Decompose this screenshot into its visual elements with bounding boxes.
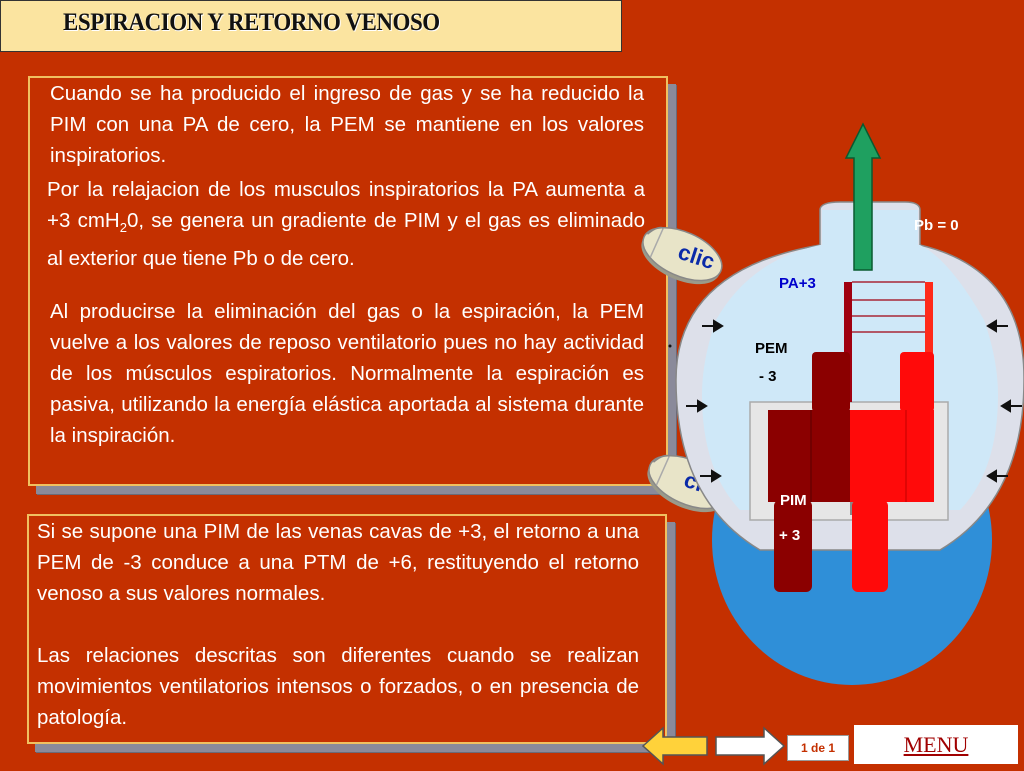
bright-vein-upper — [900, 352, 934, 412]
pem-value: - 3 — [759, 368, 777, 385]
exhale-arrow-icon — [844, 122, 882, 271]
top-text-panel: Cuando se ha producido el ingreso de gas… — [28, 76, 668, 486]
mouse-icon: clic — [641, 226, 723, 285]
title-box: ESPIRACION Y RETORNO VENOSO — [0, 0, 622, 52]
bright-vein-lower — [852, 500, 888, 592]
page-indicator: 1 de 1 — [787, 735, 849, 761]
panel-paragraph-1: Cuando se ha producido el ingreso de gas… — [50, 82, 644, 167]
pressure-arrows-left — [686, 319, 724, 483]
pem-vein-upper — [812, 352, 850, 412]
pb-label: Pb = 0 — [914, 217, 959, 234]
panel-paragraph-2: Por la relajacion de los musculos inspir… — [47, 178, 646, 271]
arrow-right-icon — [715, 726, 786, 766]
pem-label: PEM — [755, 340, 788, 357]
diagram-svg — [668, 122, 1024, 685]
pim-vein-lower — [774, 500, 812, 592]
next-arrow-button[interactable] — [714, 726, 786, 771]
pressure-arrows-right — [986, 319, 1022, 483]
respiratory-diagram: Pb = 0 PA+3 PEM - 3 PIM + 3 — [640, 110, 1024, 768]
panel-paragraph-4: Si se supone una PIM de las venas cavas … — [37, 520, 639, 605]
panel-paragraph-3: Al producirse la eliminación del gas o l… — [50, 300, 644, 447]
menu-button[interactable]: MENU — [852, 723, 1020, 766]
pim-value: + 3 — [779, 527, 801, 544]
pa-label: PA+3 — [779, 275, 816, 292]
panel-paragraph-5: Las relaciones descritas son diferentes … — [37, 644, 639, 729]
clic-button-1[interactable]: clic — [636, 224, 728, 286]
bottom-text-panel: Si se supone una PIM de las venas cavas … — [27, 514, 667, 744]
pim-label: PIM — [780, 492, 807, 509]
page-title: ESPIRACION Y RETORNO VENOSO — [63, 9, 440, 36]
prev-arrow-button[interactable] — [641, 726, 709, 771]
arrow-left-icon — [641, 726, 708, 766]
